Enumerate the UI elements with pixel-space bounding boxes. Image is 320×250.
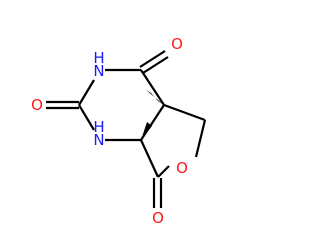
stereo-wedge-c7a <box>141 122 152 140</box>
atom-h-top: H <box>93 49 104 67</box>
bond-ch2-o <box>194 119 207 158</box>
atom-o-carbonyl-bottom: O <box>152 209 164 227</box>
stereo-wedge-c4a <box>146 90 164 105</box>
atom-o-ring: O <box>176 159 188 177</box>
bond-o-c7 <box>157 165 170 178</box>
bond-c7-c7a <box>140 139 159 178</box>
bond-n3-c2 <box>78 79 95 106</box>
atom-o-carbonyl-top: O <box>171 35 183 53</box>
bond-c4a-c4 <box>140 69 165 106</box>
bond-c2-n1 <box>78 104 95 131</box>
atom-n-bottom: N <box>93 131 104 149</box>
atom-h-bottom: H <box>93 118 104 136</box>
molecule-structure: H N H N O O O O <box>31 35 207 227</box>
atom-n-top: N <box>93 62 104 80</box>
bond-c4a-ch2 <box>163 103 206 122</box>
bond-c4-o-double-a <box>139 50 166 68</box>
atom-o-carbonyl-left: O <box>31 96 43 114</box>
bond-c4-o-double-b <box>142 56 169 74</box>
